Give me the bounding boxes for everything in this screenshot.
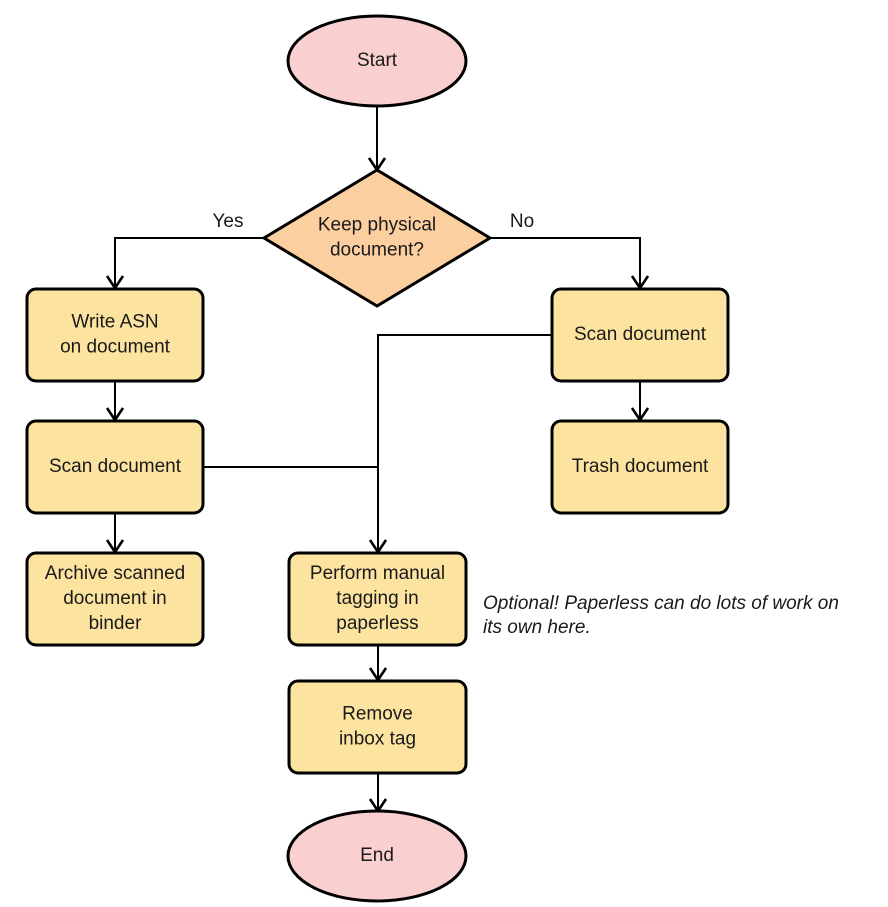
edge-line [114, 237, 264, 286]
annotations-layer: Optional! Paperless can do lots of work … [483, 593, 839, 638]
process-shape [287, 679, 468, 775]
node-trash-document[interactable]: Trash document [550, 419, 730, 515]
node-end[interactable]: End [286, 809, 468, 903]
edge-decision-yes-to-write-asn [105, 237, 264, 291]
decision-shape [261, 168, 493, 308]
edge-decision-no-to-scan-right [490, 237, 650, 291]
edge-scan-right-to-trash [630, 381, 650, 423]
process-shape [25, 419, 205, 515]
node-label: Start [357, 50, 398, 71]
edge-write-asn-to-scan-left [105, 381, 125, 423]
edge-line [377, 334, 552, 550]
edge-labels-layer: Yes No [213, 211, 535, 232]
node-label: Trash document [572, 456, 709, 477]
terminator-shape [286, 14, 468, 108]
process-shape [550, 419, 730, 515]
edge-manual-tagging-to-remove-tag [368, 645, 388, 683]
edge-scan-right-to-manual-tagging [368, 334, 552, 555]
process-shape [287, 551, 468, 647]
node-label: End [360, 845, 394, 866]
node-scan-document-right[interactable]: Scan document [550, 287, 730, 383]
process-shape [550, 287, 730, 383]
edge-scan-left-to-archive [105, 513, 125, 555]
edge-remove-tag-to-end [368, 773, 388, 814]
process-shape [25, 551, 205, 647]
edge-start-to-decision [367, 106, 387, 173]
edge-line [490, 237, 641, 286]
process-shape [25, 287, 205, 383]
node-label: Scan document [574, 324, 707, 345]
node-label: Scan document [49, 456, 182, 477]
annotation-optional-note: Optional! Paperless can do lots of work … [483, 593, 839, 638]
node-scan-document-left[interactable]: Scan document [25, 419, 205, 515]
edge-label-label-no: No [510, 211, 534, 232]
edge-label-label-yes: Yes [213, 211, 244, 232]
node-start[interactable]: Start [286, 14, 468, 108]
terminator-shape [286, 809, 468, 903]
